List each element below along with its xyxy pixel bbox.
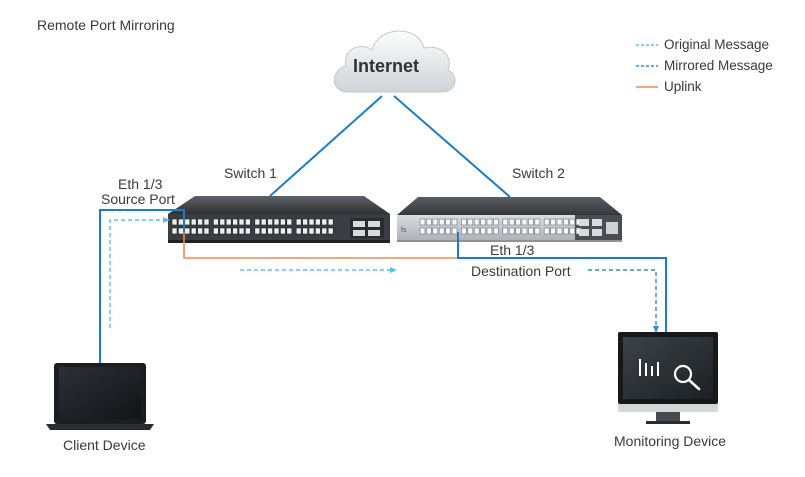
legend-uplink-label: Uplink: [664, 79, 702, 94]
link-internet-switch2: [393, 95, 511, 198]
link-client-source-port: [99, 209, 185, 364]
switch-1-label: Switch 1: [224, 165, 277, 181]
legend-mirrored-label: Mirrored Message: [664, 58, 773, 73]
destination-port-eth-label: Eth 1/3: [490, 242, 535, 258]
switch-2-icon: fs: [397, 197, 622, 242]
internet-cloud-icon: [333, 30, 456, 93]
original-message-path: [109, 219, 163, 328]
laptop-icon: [46, 363, 154, 430]
link-internet-switch1: [269, 95, 383, 197]
switch-2-label: Switch 2: [512, 165, 565, 181]
monitor-icon: [618, 332, 718, 424]
monitoring-device-label: Monitoring Device: [614, 433, 727, 449]
legend-original-label: Original Message: [664, 37, 770, 52]
mirrored-message-path: [588, 269, 657, 326]
internet-label: Internet: [352, 56, 419, 76]
switch-1-icon: [168, 196, 390, 243]
svg-text:fs: fs: [401, 227, 407, 234]
diagram-title: Remote Port Mirroring: [37, 17, 175, 33]
destination-port-label: Destination Port: [471, 263, 571, 279]
client-device-label: Client Device: [63, 437, 146, 453]
source-port-label: Source Port: [101, 191, 175, 207]
link-destination-monitor: [457, 232, 667, 334]
source-port-eth-label: Eth 1/3: [118, 176, 163, 192]
